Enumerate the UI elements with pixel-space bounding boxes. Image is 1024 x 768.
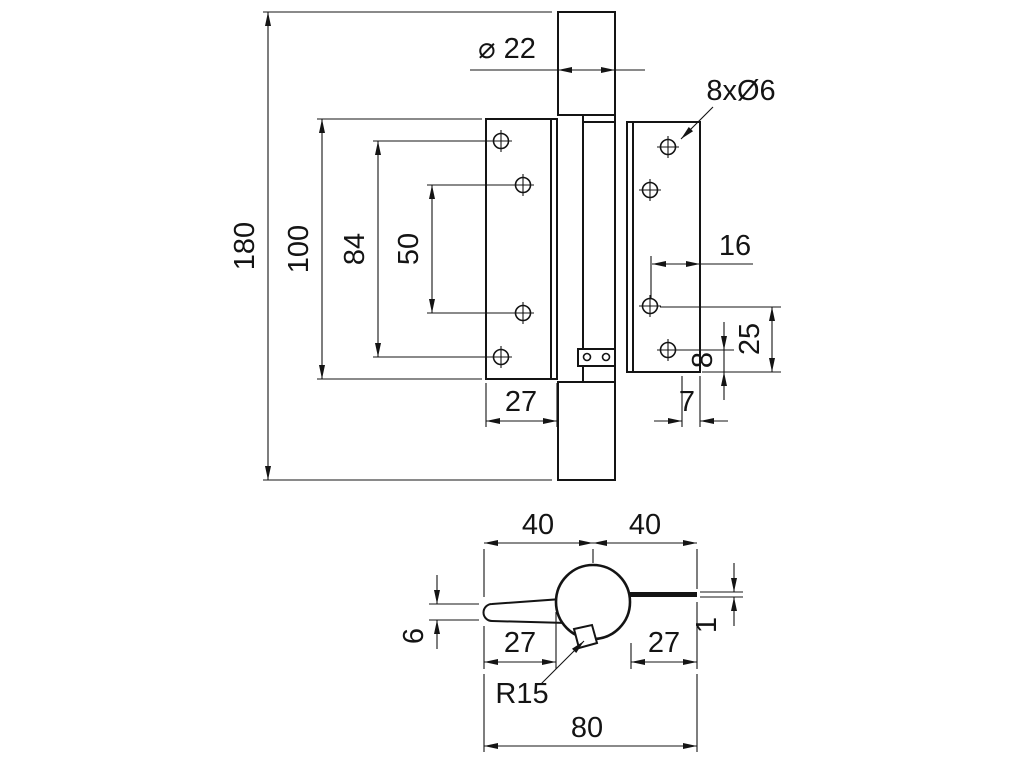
dim-27-right: 27 — [630, 602, 698, 669]
section-view: 40 40 27 27 6 — [398, 509, 743, 752]
leader-line — [680, 106, 714, 140]
dim-50: 50 — [393, 184, 512, 314]
dim-label: 27 — [648, 627, 680, 659]
dim-label: 40 — [522, 509, 554, 541]
dim-label: 8 — [687, 352, 719, 368]
screw-holes — [490, 130, 679, 368]
dim-diameter-22: ⌀ 22 — [470, 33, 645, 73]
dim-180: 180 — [229, 11, 552, 481]
spring-tab — [572, 623, 599, 650]
callout-label: 8xØ6 — [706, 75, 775, 107]
dim-label: 80 — [571, 712, 603, 744]
dim-80: 80 — [483, 674, 698, 752]
adjuster-hole — [582, 352, 592, 362]
callout-8x6-holes: 8xØ6 — [680, 75, 776, 140]
dim-label: 180 — [229, 222, 261, 270]
dim-40-right: 40 — [593, 509, 698, 589]
dim-84: 84 — [339, 140, 490, 358]
callout-r15: R15 — [495, 640, 585, 710]
dim-label: 16 — [719, 230, 751, 262]
dim-label: 100 — [283, 225, 315, 273]
dim-label: 1 — [691, 617, 723, 633]
dim-6: 6 — [398, 575, 479, 649]
left-leaf-section — [482, 597, 568, 625]
dim-27-left: 27 — [483, 612, 557, 669]
dim-100: 100 — [283, 118, 482, 380]
front-view: 180 100 84 50 ⌀ 22 8xØ6 — [229, 11, 781, 481]
dim-label: 50 — [393, 233, 425, 265]
dim-40-left: 40 — [483, 509, 594, 597]
left-leaf-plate — [485, 118, 558, 380]
dim-7: 7 — [654, 376, 728, 427]
dim-16: 16 — [650, 230, 753, 299]
hinge-body — [485, 11, 701, 481]
dim-label: 27 — [505, 386, 537, 418]
pin-top — [557, 11, 616, 116]
pin-bottom — [557, 381, 616, 481]
dim-label: 40 — [629, 509, 661, 541]
dim-label: 6 — [398, 628, 430, 644]
dim-label: 27 — [504, 627, 536, 659]
dim-label: 84 — [339, 233, 371, 265]
callout-label: R15 — [495, 678, 548, 710]
dim-8: 8 — [679, 322, 734, 400]
dim-25: 25 — [660, 306, 781, 373]
dim-label: ⌀ 22 — [478, 33, 536, 65]
right-leaf-section — [600, 592, 697, 597]
dim-label: 25 — [734, 323, 766, 355]
leader-line — [540, 640, 585, 685]
dim-27-front: 27 — [485, 383, 558, 427]
adjuster-hole — [601, 352, 611, 362]
right-leaf-plate — [626, 121, 701, 373]
dim-1: 1 — [691, 563, 743, 633]
dim-label: 7 — [679, 386, 695, 418]
